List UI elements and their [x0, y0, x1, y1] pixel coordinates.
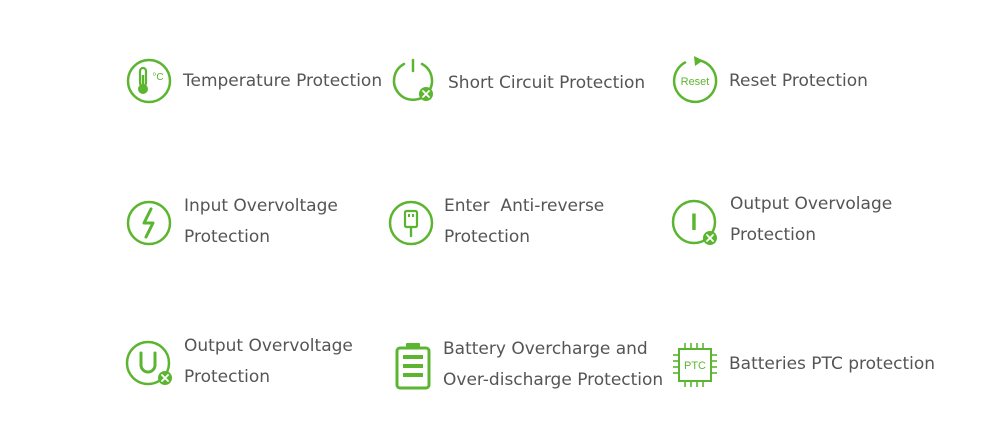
feature-label-line: Temperature Protection: [183, 71, 383, 91]
ptc-chip-icon: PTC: [673, 343, 717, 387]
voltage-u-icon: [125, 340, 172, 386]
feature-label: Batteries PTC protection: [729, 349, 935, 380]
feature-label-line: Over-discharge Protection: [443, 370, 664, 390]
feature-label: Temperature Protection: [183, 66, 382, 97]
feature-label-line: Output Overvoltage: [184, 336, 353, 356]
feature-label-line: Output Overvolage: [730, 194, 893, 214]
feature-label-line: Short Circuit Protection: [448, 73, 646, 93]
feature-label-line: Protection: [444, 227, 531, 247]
feature-label: Enter Anti-reverse Protection: [444, 191, 604, 253]
feature-label-line: Protection: [184, 227, 271, 247]
feature-label: Output Overvoltage Protection: [184, 331, 353, 393]
celsius-symbol: °C: [152, 72, 163, 83]
feature-label-line: Battery Overcharge and: [443, 339, 648, 359]
feature-label-line: Reset Protection: [729, 71, 868, 91]
feature-label: Reset Protection: [729, 66, 868, 97]
feature-label: Output Overvolage Protection: [730, 189, 892, 251]
thermometer-celsius-icon: °C: [126, 58, 172, 104]
feature-label-line: Protection: [184, 367, 271, 387]
feature-label: Input Overvoltage Protection: [184, 191, 338, 253]
feature-label-line: Enter Anti-reverse: [444, 196, 605, 216]
current-symbol: I: [691, 209, 698, 236]
feature-label: Short Circuit Protection: [448, 68, 645, 99]
feature-label-line: Input Overvoltage: [184, 196, 338, 216]
ptc-text: PTC: [684, 360, 706, 372]
battery-icon: [395, 343, 431, 390]
reset-text: Reset: [681, 76, 710, 88]
power-off-icon: [392, 58, 434, 101]
reset-icon: Reset: [672, 56, 718, 104]
feature-label-line: Protection: [730, 225, 817, 245]
feature-label: Battery Overcharge and Over-discharge Pr…: [443, 334, 663, 396]
lightning-icon: [126, 200, 172, 246]
usb-plug-icon: [388, 200, 434, 246]
feature-label-line: Batteries PTC protection: [729, 354, 936, 374]
current-i-icon: I: [671, 199, 717, 245]
